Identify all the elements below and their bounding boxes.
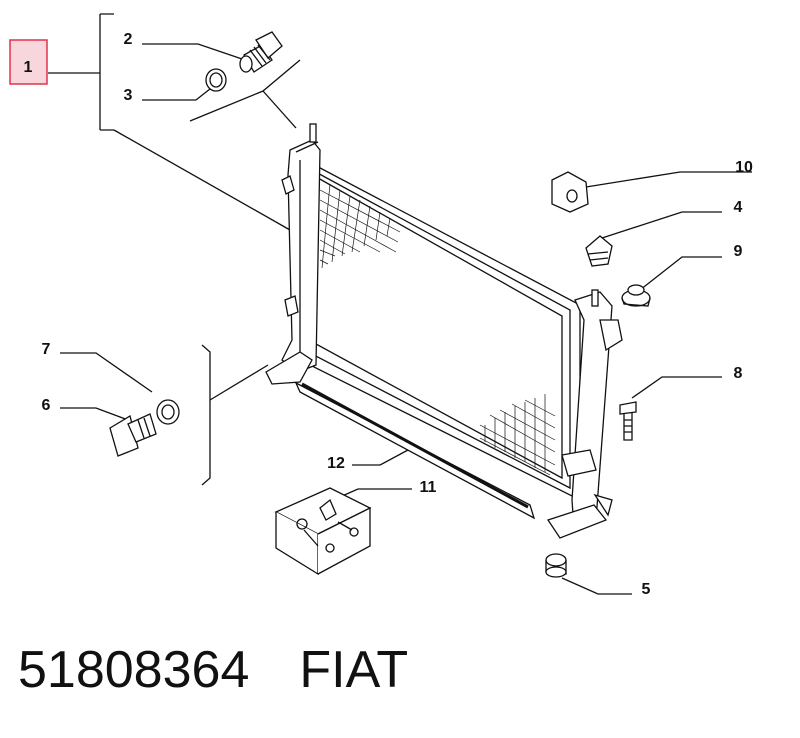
- callout-5: 5: [642, 581, 651, 598]
- part-number: 51808364: [18, 641, 250, 699]
- part-8-bolt: [619, 401, 637, 441]
- callout-8: 8: [734, 365, 743, 382]
- part-3-seal-ring: [205, 68, 227, 92]
- callout-2: 2: [124, 31, 133, 48]
- part-caption: 51808364 FIAT: [18, 640, 408, 700]
- part-9-grommet: [621, 284, 651, 307]
- callout-1: 1: [24, 59, 33, 76]
- brand-name: FIAT: [299, 641, 409, 699]
- callout-1-highlight-box: [9, 39, 48, 85]
- callout-6: 6: [42, 397, 51, 414]
- part-11-bolt-kit: [274, 487, 372, 576]
- part-7-seal-ring: [156, 399, 180, 425]
- part-2-drain-plug: [239, 31, 283, 73]
- leader-lines: [48, 13, 752, 595]
- callout-7: 7: [42, 341, 51, 358]
- callout-3: 3: [124, 87, 133, 104]
- part-12-seal-strip: [294, 381, 536, 520]
- part-10-rubber-mount: [551, 171, 589, 213]
- callout-9: 9: [734, 243, 743, 260]
- callout-10: 10: [735, 159, 753, 176]
- part-4-bush: [585, 235, 613, 267]
- callout-11: 11: [420, 479, 437, 496]
- part-5-rubber-bush: [545, 553, 567, 578]
- callout-12: 12: [327, 455, 345, 472]
- radiator-core-grid: [319, 183, 556, 476]
- callout-4: 4: [734, 199, 743, 216]
- radiator-assembly: [265, 123, 623, 539]
- part-6-drain-plug: [109, 413, 157, 457]
